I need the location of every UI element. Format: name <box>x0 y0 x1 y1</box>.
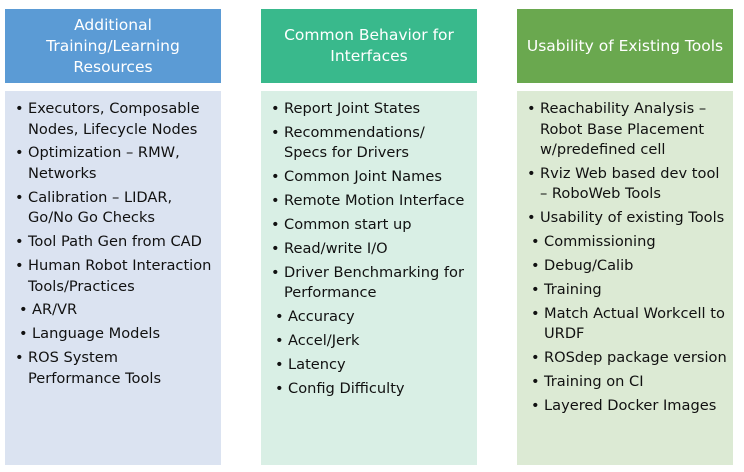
column-title: Additional Training/Learning Resources <box>46 15 180 76</box>
column-common-behavior: Common Behavior for Interfaces Report Jo… <box>261 9 477 465</box>
sub-list-item: Training on CI <box>527 372 727 393</box>
column-title: Common Behavior for Interfaces <box>284 26 454 65</box>
bullet-list: Report Joint States Recommendations/ Spe… <box>271 99 471 399</box>
sub-list-item: Config Difficulty <box>271 379 471 400</box>
list-item: Usability of existing Tools <box>527 208 727 229</box>
sub-list-item: Match Actual Workcell to URDF <box>527 304 727 345</box>
column-body: Report Joint States Recommendations/ Spe… <box>261 91 477 465</box>
list-item: Read/write I/O <box>271 239 471 260</box>
sub-list-item: Accuracy <box>271 307 471 328</box>
list-item: Rviz Web based dev tool – RoboWeb Tools <box>527 164 727 205</box>
bullet-list: Executors, Composable Nodes, Lifecycle N… <box>15 99 215 389</box>
column-title: Usability of Existing Tools <box>526 36 724 55</box>
list-item: Human Robot Interaction Tools/Practices <box>15 256 215 297</box>
list-item: Driver Benchmarking for Performance <box>271 263 471 304</box>
column-existing-tools: Usability of Existing Tools Reachability… <box>517 9 733 465</box>
list-item: Report Joint States <box>271 99 471 120</box>
sub-list-item: Commissioning <box>527 232 727 253</box>
column-body: Executors, Composable Nodes, Lifecycle N… <box>5 91 221 465</box>
list-item: Common start up <box>271 215 471 236</box>
sub-list-item: ROSdep package version <box>527 348 727 369</box>
list-item: Tool Path Gen from CAD <box>15 232 215 253</box>
list-item: Reachability Analysis – Robot Base Place… <box>527 99 727 161</box>
column-header: Common Behavior for Interfaces <box>261 9 477 83</box>
bullet-list: Reachability Analysis – Robot Base Place… <box>527 99 727 417</box>
list-item: Remote Motion Interface <box>271 191 471 212</box>
sub-list-item: AR/VR <box>15 300 215 321</box>
sub-list-item: Layered Docker Images <box>527 396 727 417</box>
sub-list-item: Accel/Jerk <box>271 331 471 352</box>
list-item: Calibration – LIDAR, Go/No Go Checks <box>15 188 215 229</box>
list-item: ROS System Performance Tools <box>15 348 215 389</box>
list-item: Recommendations/ Specs for Drivers <box>271 123 471 164</box>
column-training-resources: Additional Training/Learning Resources E… <box>5 9 221 465</box>
list-item: Executors, Composable Nodes, Lifecycle N… <box>15 99 215 140</box>
list-item: Common Joint Names <box>271 167 471 188</box>
sub-list-item: Debug/Calib <box>527 256 727 277</box>
sub-list-item: Language Models <box>15 324 215 345</box>
list-item: Optimization – RMW, Networks <box>15 143 215 184</box>
column-body: Reachability Analysis – Robot Base Place… <box>517 91 733 465</box>
sub-list-item: Latency <box>271 355 471 376</box>
column-header: Usability of Existing Tools <box>517 9 733 83</box>
column-header: Additional Training/Learning Resources <box>5 9 221 83</box>
sub-list-item: Training <box>527 280 727 301</box>
